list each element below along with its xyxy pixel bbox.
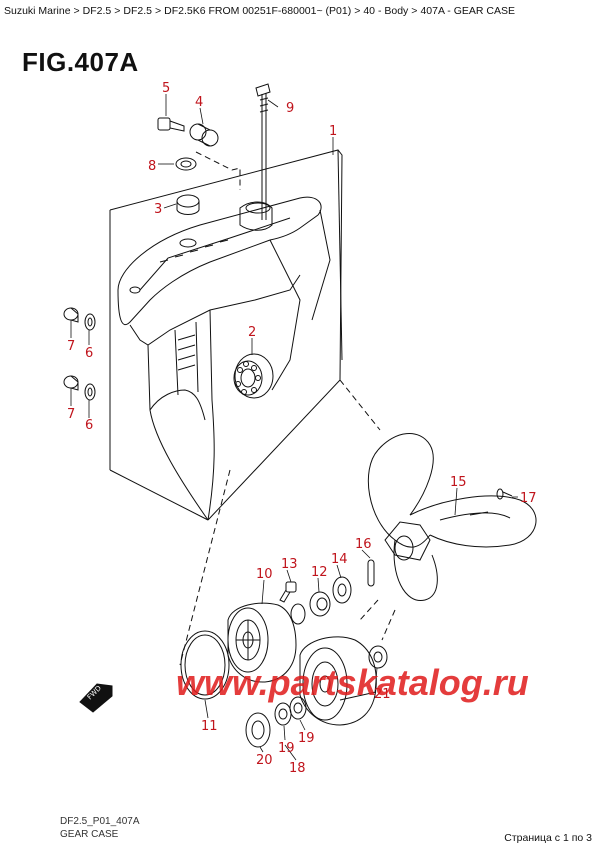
gear-case-box-outline (109, 149, 343, 521)
leader-lines (70, 94, 518, 761)
bolt-5 (157, 117, 185, 132)
dashed-connector (179, 469, 231, 666)
breadcrumb-item[interactable]: 40 - Body (363, 5, 409, 17)
figure-code: DF2.5_P01_407A (60, 816, 140, 827)
washer-14 (332, 576, 352, 604)
seal-12 (309, 591, 331, 617)
dashed-connector (381, 609, 396, 641)
washer-19-left (274, 702, 292, 726)
washer-6-upper (84, 313, 96, 331)
callout-10[interactable]: 10 (256, 567, 273, 582)
breadcrumb-separator: > (411, 5, 418, 17)
breadcrumb-separator: > (155, 5, 162, 17)
cotter-pin-17 (496, 488, 513, 500)
callout-21[interactable]: 21 (374, 687, 391, 702)
gear-case-body (117, 196, 331, 521)
callout-13[interactable]: 13 (281, 557, 298, 572)
callout-7-lower[interactable]: 7 (67, 407, 75, 422)
bearing-2 (233, 353, 274, 399)
dashed-connector (359, 599, 379, 621)
breadcrumb-item[interactable]: DF2.5 (123, 5, 152, 17)
bushing-21 (368, 645, 388, 669)
callout-6-lower[interactable]: 6 (85, 418, 93, 433)
callout-3[interactable]: 3 (154, 202, 162, 217)
dashed-leader-top (195, 151, 241, 190)
callout-19-left[interactable]: 19 (278, 741, 295, 756)
dashed-connector (339, 379, 381, 431)
bearing-20 (245, 712, 271, 748)
washer-19-right (289, 696, 307, 720)
callout-17[interactable]: 17 (520, 491, 537, 506)
callout-5[interactable]: 5 (162, 81, 170, 96)
propeller-15 (367, 433, 537, 601)
breadcrumb-item[interactable]: DF2.5 (82, 5, 112, 17)
o-ring-11 (180, 630, 230, 700)
breadcrumb: Suzuki Marine>DF2.5>DF2.5>DF2.5K6 FROM 0… (4, 5, 515, 17)
bolt-13 (279, 581, 297, 603)
callout-8[interactable]: 8 (148, 159, 156, 174)
callout-numbers: 5 4 9 1 8 3 2 7 6 7 6 15 17 16 14 12 13 … (67, 81, 537, 776)
callout-4[interactable]: 4 (195, 95, 203, 110)
callout-12[interactable]: 12 (311, 565, 328, 580)
figure-name: GEAR CASE (60, 829, 119, 840)
seal-8 (175, 157, 197, 171)
callout-11[interactable]: 11 (201, 719, 218, 734)
breadcrumb-separator: > (114, 5, 121, 17)
breadcrumb-separator: > (73, 5, 80, 17)
breadcrumb-item[interactable]: Suzuki Marine (4, 5, 71, 17)
plug-7-lower (63, 375, 79, 391)
callout-9[interactable]: 9 (286, 101, 294, 116)
bolt-9 (255, 83, 271, 220)
callout-1[interactable]: 1 (329, 124, 337, 139)
callout-15[interactable]: 15 (450, 475, 467, 490)
callout-18[interactable]: 18 (289, 761, 306, 776)
seal-ring (290, 603, 306, 625)
callout-16[interactable]: 16 (355, 537, 372, 552)
callout-6-upper[interactable]: 6 (85, 346, 93, 361)
callout-20[interactable]: 20 (256, 753, 273, 768)
breadcrumb-item[interactable]: DF2.5K6 FROM 00251F-680001~ (P01) (164, 5, 352, 17)
bushing-4 (189, 123, 219, 147)
callout-14[interactable]: 14 (331, 552, 348, 567)
bushing-3 (176, 194, 200, 215)
breadcrumb-separator: > (354, 5, 361, 17)
gear-housing-21 (299, 636, 377, 726)
plug-7-upper (63, 307, 79, 323)
page-indicator: Страница с 1 по 3 (504, 832, 592, 844)
callout-7-upper[interactable]: 7 (67, 339, 75, 354)
fwd-arrow-icon: FWD (79, 683, 113, 713)
callout-2[interactable]: 2 (248, 325, 256, 340)
callout-19-right[interactable]: 19 (298, 731, 315, 746)
washer-6-lower (84, 383, 96, 401)
pin-16 (367, 559, 375, 587)
watermark: www.partskatalog.ru (176, 662, 529, 703)
breadcrumb-item-current: 407A - GEAR CASE (420, 5, 515, 17)
figure-title: FIG.407A (22, 47, 139, 77)
